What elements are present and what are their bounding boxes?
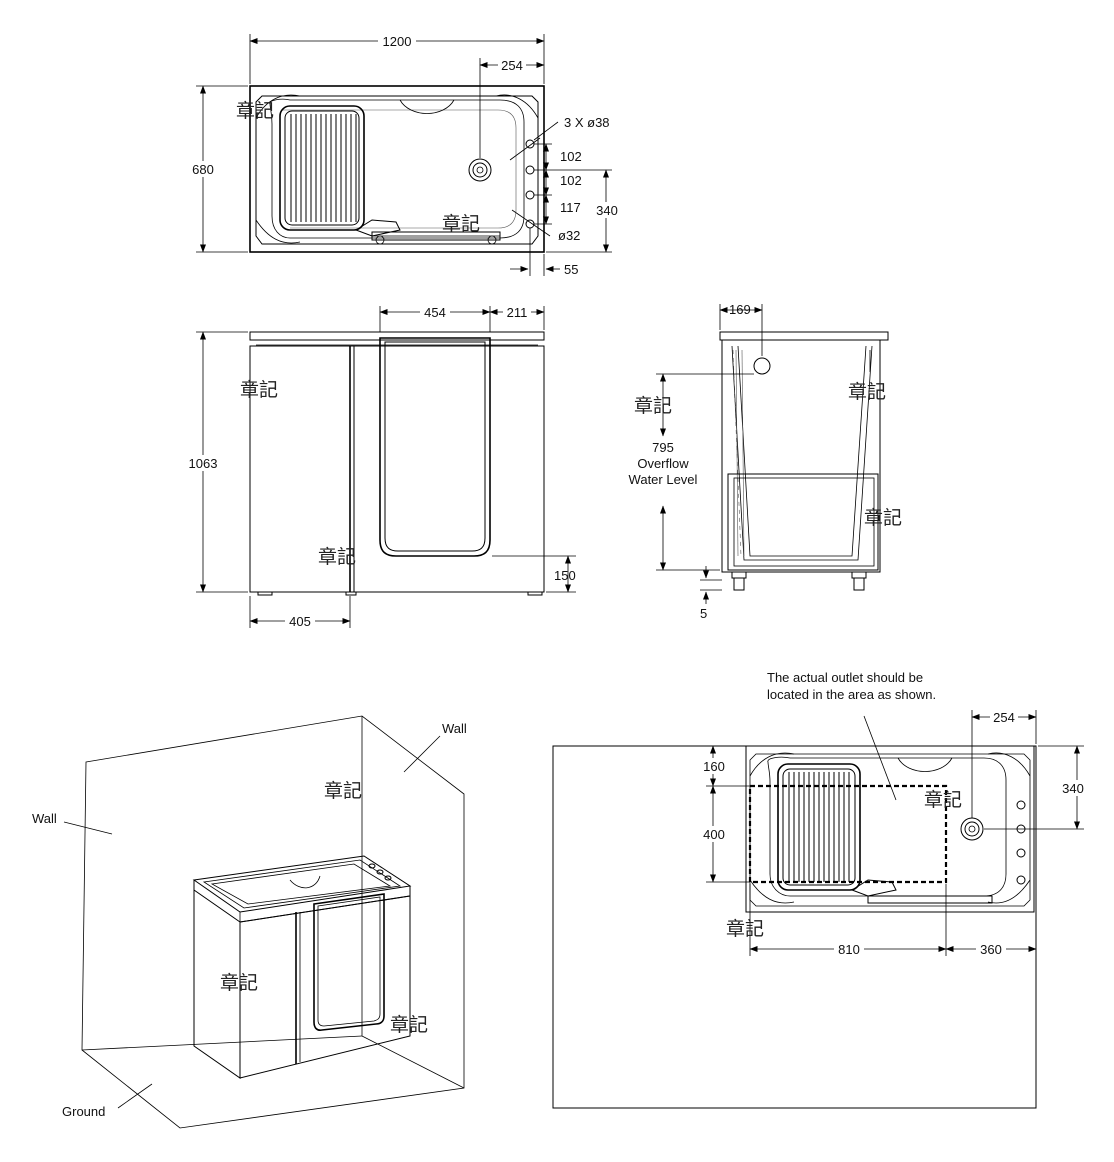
dim-drain-height-340: 340	[596, 203, 618, 218]
control-hole-icon	[525, 165, 535, 175]
dim-foot-5: 5	[700, 606, 707, 621]
label-water-level: Water Level	[629, 472, 698, 487]
callout-holes: 3 X ø38	[564, 115, 610, 130]
dim-drain-offset-254: 254	[501, 58, 523, 73]
dim-spacing-117: 117	[560, 200, 581, 215]
dim-side-offset-169: 169	[729, 302, 751, 317]
dim-zone-height-400: 400	[703, 827, 725, 842]
dim-right-span-360: 360	[980, 942, 1002, 957]
watermark-stamp: 章記	[318, 546, 356, 568]
watermark-stamp: 章記	[924, 789, 962, 811]
side-view: 169 795 Overflow Water Level 5 章記 章記 章記	[629, 302, 902, 621]
watermark-stamp: 章記	[848, 381, 886, 403]
label-wall-right: Wall	[442, 721, 467, 736]
drain-icon	[960, 817, 984, 841]
watermark-stamp: 章記	[220, 972, 258, 994]
watermark-stamp: 章記	[390, 1014, 428, 1036]
dim-overflow-795: 795	[652, 440, 674, 455]
watermark-stamp: 章記	[864, 507, 902, 529]
control-hole-icon	[525, 139, 535, 149]
dim-width-1200: 1200	[383, 34, 412, 49]
dim-outlet-offset-254: 254	[993, 710, 1015, 725]
label-ground: Ground	[62, 1104, 105, 1119]
outlet-zone	[748, 784, 948, 884]
dim-door-width-454: 454	[424, 305, 446, 320]
dim-sill-height-150: 150	[554, 568, 576, 583]
control-hole-icon	[1016, 848, 1026, 858]
watermark-stamp: 章記	[634, 395, 672, 417]
watermark-stamp: 章記	[236, 100, 274, 122]
note-line-2: located in the area as shown.	[767, 687, 936, 702]
dim-spacing-102b: 102	[560, 173, 582, 188]
overflow-hole-icon	[753, 357, 771, 375]
dim-edge-55: 55	[564, 262, 578, 277]
watermark-stamp: 章記	[442, 213, 480, 235]
front-view: 454 211 1063 150 405 章記 章記	[183, 304, 576, 629]
seat-grille-slats	[788, 772, 850, 882]
drain-icon	[468, 158, 492, 182]
dim-door-offset-211: 211	[507, 305, 528, 320]
seat-grille-slats	[290, 114, 357, 222]
control-hole-icon	[1016, 800, 1026, 810]
note-line-1: The actual outlet should be	[767, 670, 923, 685]
dim-top-margin-160: 160	[703, 759, 725, 774]
dim-zone-width-810: 810	[838, 942, 860, 957]
control-hole-icon	[1016, 875, 1026, 885]
top-view: 1200 254 680 3 X ø38 ø32 102 102 117 340	[186, 33, 622, 277]
dim-panel-width-405: 405	[289, 614, 311, 629]
dim-depth-680: 680	[192, 162, 214, 177]
isometric-view: Wall Wall Ground 章記 章記 章記	[32, 715, 467, 1129]
dim-spacing-102a: 102	[560, 149, 582, 164]
control-hole-icon	[525, 190, 535, 200]
label-overflow: Overflow	[637, 456, 689, 471]
watermark-stamp: 章記	[240, 379, 278, 401]
outlet-area-view: The actual outlet should be located in t…	[552, 670, 1092, 1109]
watermark-stamp: 章記	[324, 780, 362, 802]
watermark-stamp: 章記	[726, 918, 764, 940]
callout-drain-diameter: ø32	[558, 228, 580, 243]
dim-outlet-height-340: 340	[1062, 781, 1084, 796]
label-wall-left: Wall	[32, 811, 57, 826]
dim-height-1063: 1063	[189, 456, 218, 471]
